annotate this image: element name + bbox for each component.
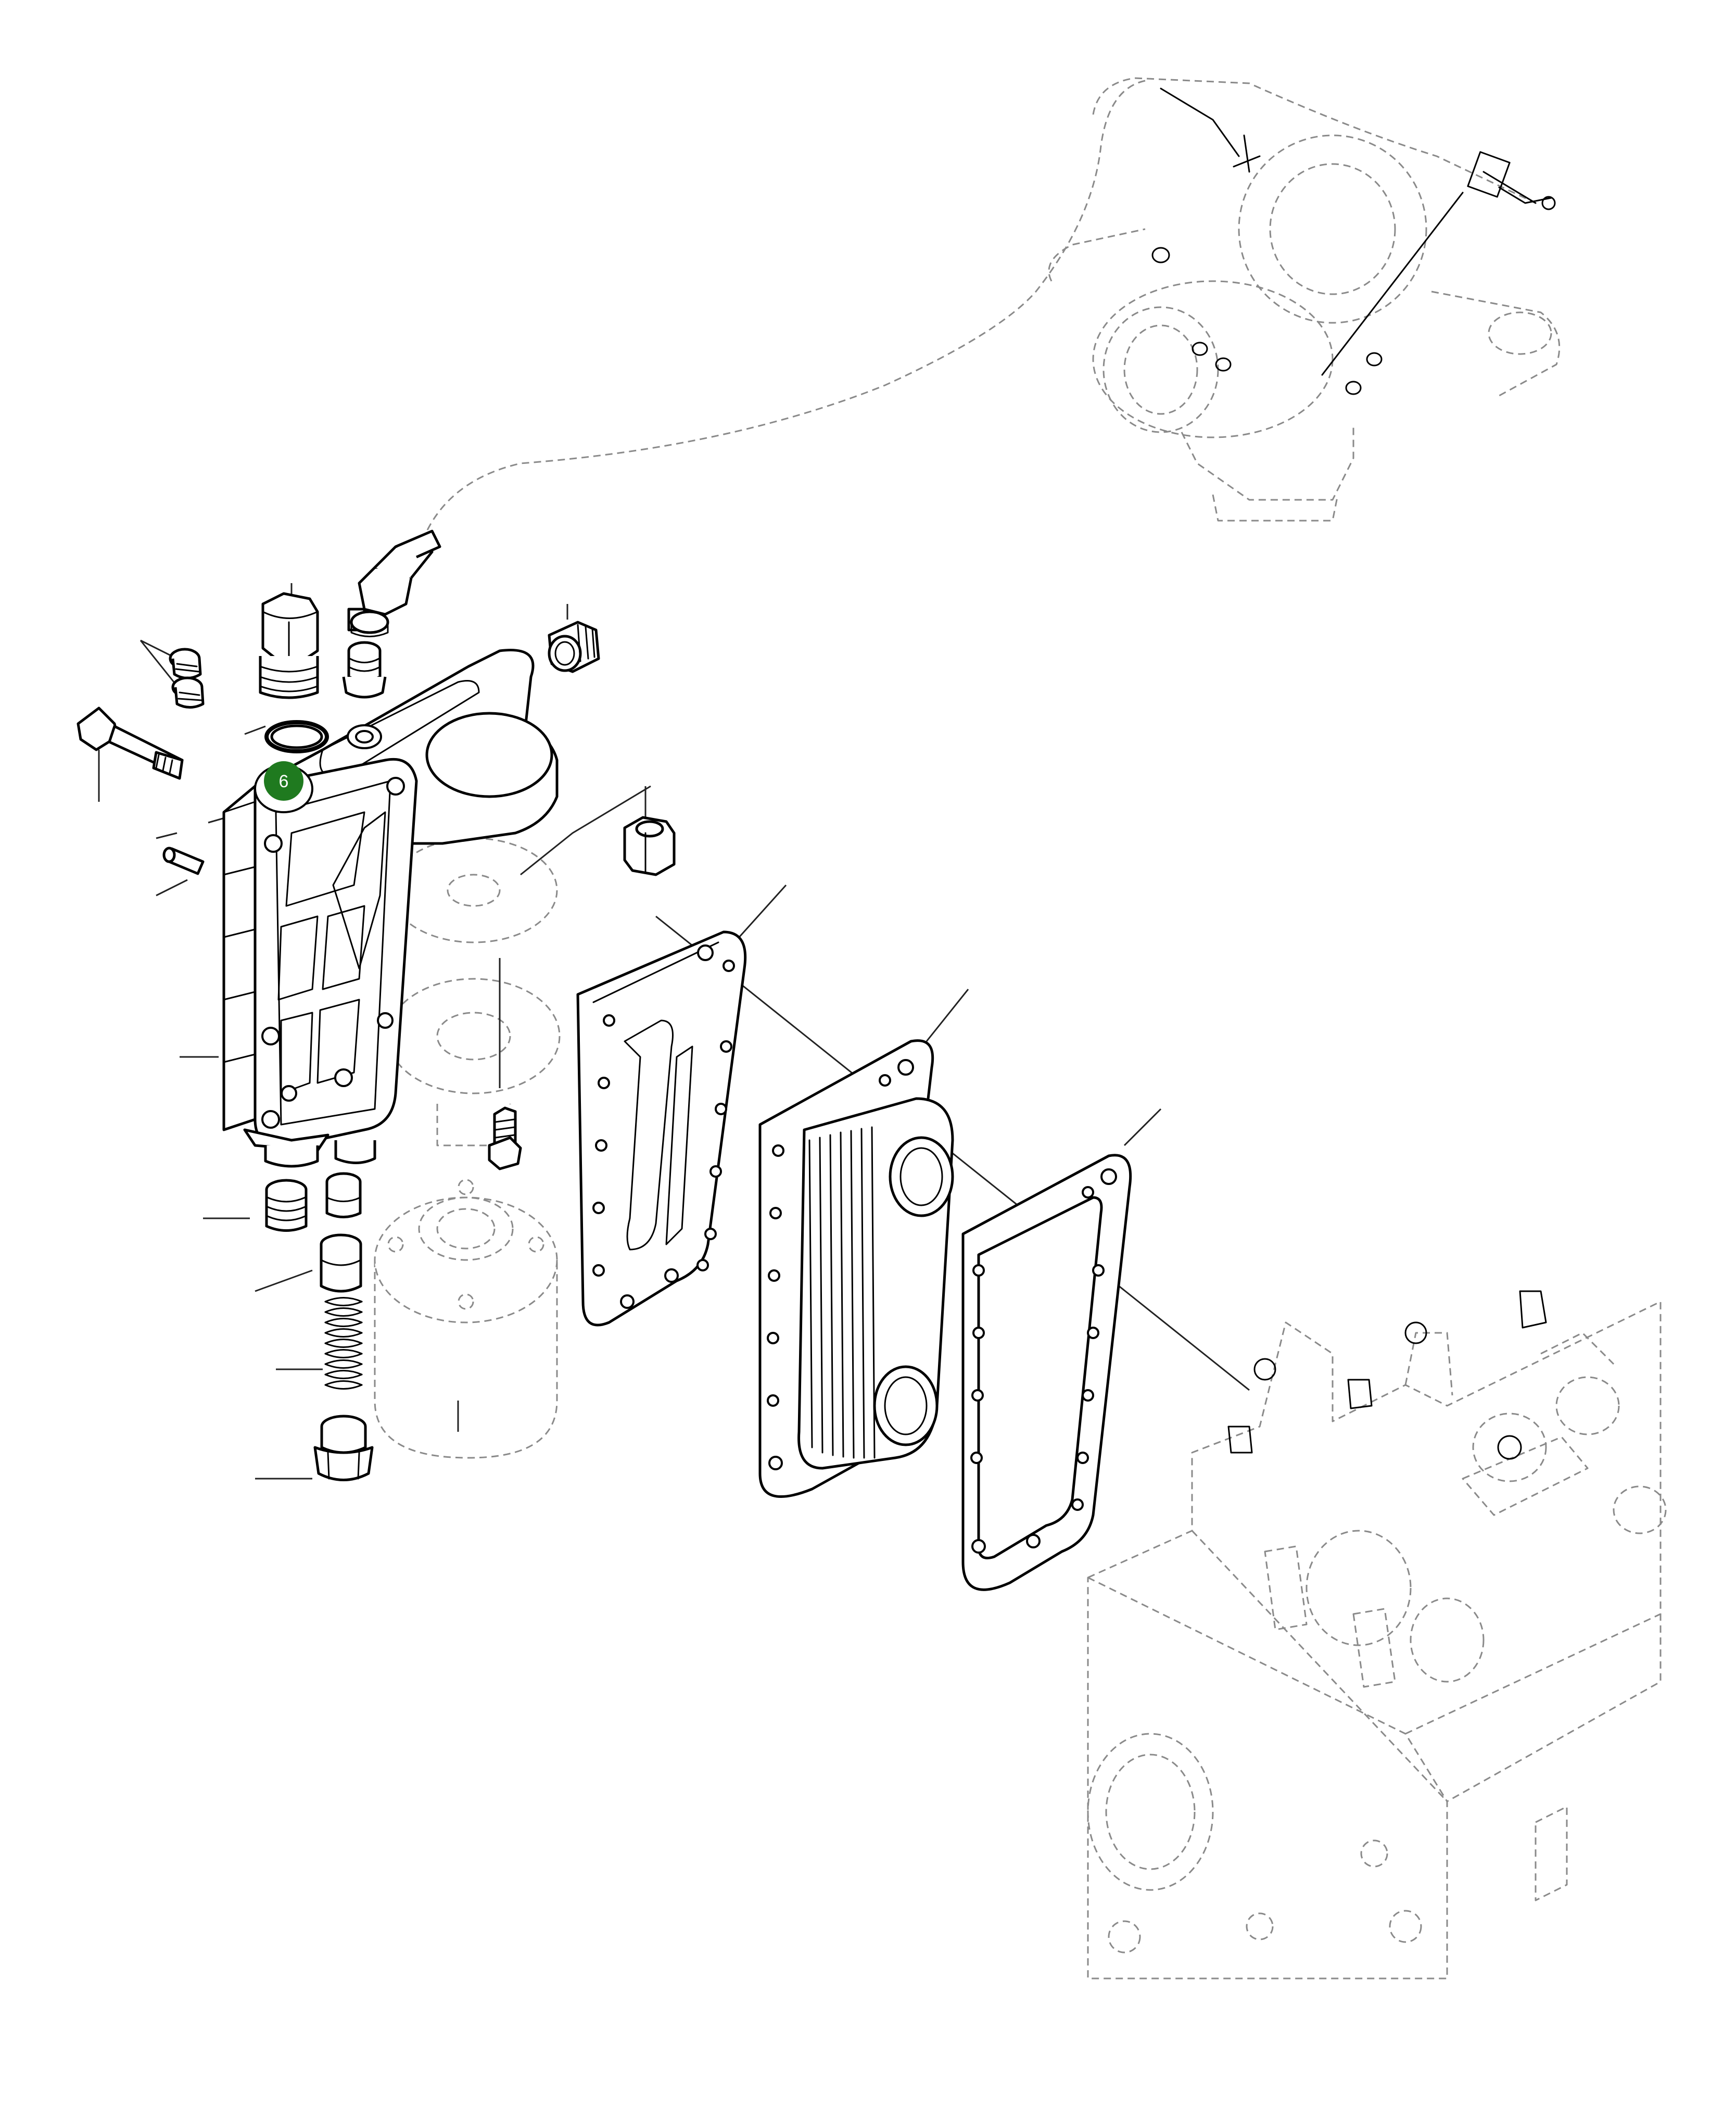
grub-screw-upper [169,648,202,679]
gasket-rear [961,1154,1132,1591]
gasket-front [576,930,747,1327]
engine-block-ghost [1087,1290,1667,1980]
oil-cooler [758,1039,954,1498]
oil-filter-ghost [374,837,561,1459]
end-plug [313,1415,374,1481]
callout-6-circle[interactable] [264,761,303,801]
hex-nut [623,816,676,876]
oil-filter-housing [222,649,559,1168]
hardware-parts [77,530,676,1170]
adapter-nipple [342,641,387,699]
hex-plug-large [259,592,319,699]
valve-piston [320,1233,362,1293]
threaded-bush-lower [265,1179,308,1232]
valve-cap [325,1172,362,1218]
small-bolt [488,1106,522,1170]
long-bolt [77,707,184,791]
callout-6-label: 6 [279,772,289,791]
threaded-bush-upper [548,621,600,673]
dowel-pin [156,847,205,897]
oil-feed-line-ghost [426,80,1146,532]
relief-valve-parts [265,1172,374,1481]
grub-screw-lower [171,676,205,709]
callout-6[interactable]: 6 [254,761,313,813]
valve-spring [324,1297,363,1390]
elbow-fitting [347,530,441,637]
turbocharger-ghost [1048,77,1561,522]
